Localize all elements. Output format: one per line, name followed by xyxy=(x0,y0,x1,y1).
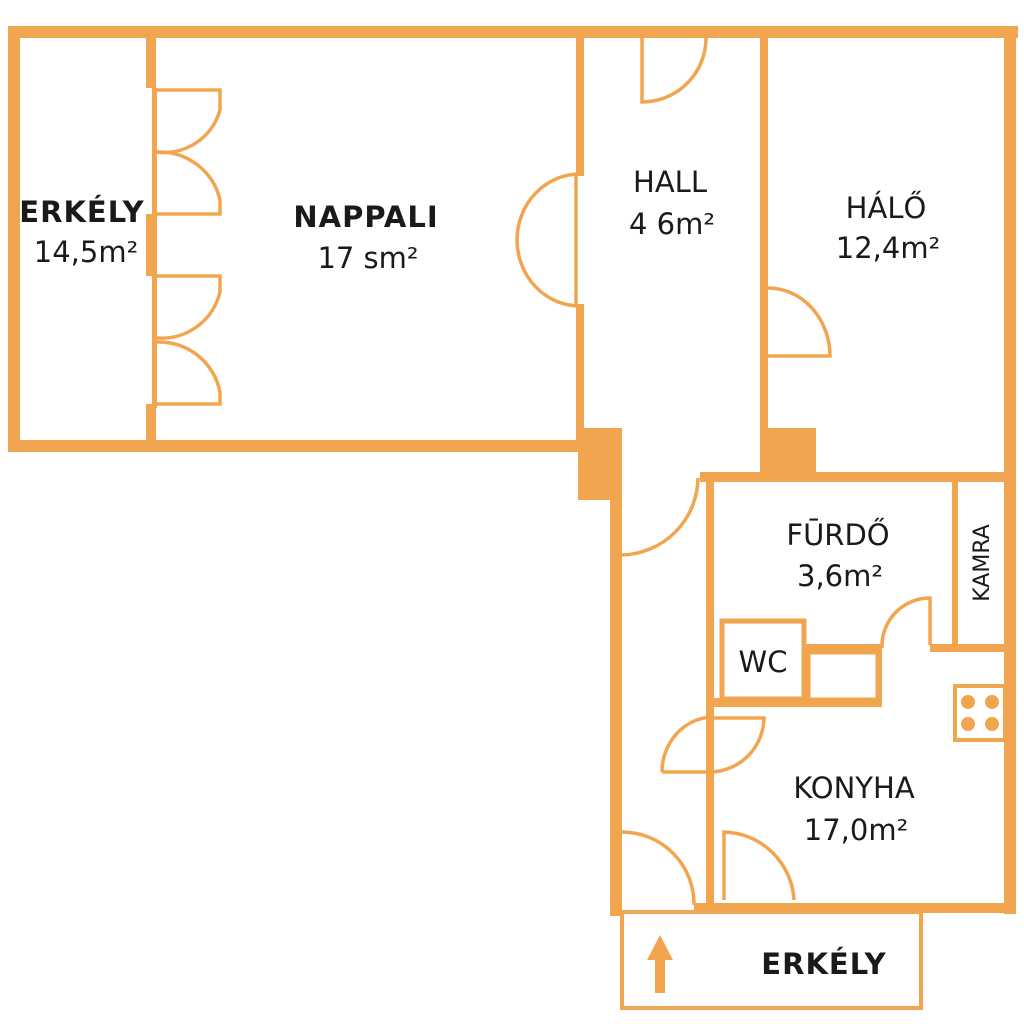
room-area-nappali: 17 sm² xyxy=(317,241,418,275)
room-area-hall: 4 6m² xyxy=(629,207,715,241)
room-area-erkely-left: 14,5m² xyxy=(34,235,138,269)
room-name-erkely-left: ERKÉLY xyxy=(19,195,144,229)
stove-icon xyxy=(953,684,1007,742)
room-name-furdo: FŪRDŐ xyxy=(786,518,889,552)
room-name-konyha: KONYHA xyxy=(793,771,914,805)
doors xyxy=(156,37,932,906)
room-name-halo: HÁLŐ xyxy=(846,191,927,225)
walls xyxy=(8,26,1018,1010)
room-area-konyha: 17,0m² xyxy=(804,813,908,847)
room-name-nappali: NAPPALI xyxy=(293,200,438,234)
arrow-up-icon xyxy=(647,935,673,993)
room-name-hall: HALL xyxy=(633,165,707,199)
room-name-erkely-bottom: ERKÉLY xyxy=(761,947,886,981)
room-name-wc: WC xyxy=(739,645,788,679)
room-area-halo: 12,4m² xyxy=(836,231,940,265)
room-name-kamra: KAMRA xyxy=(970,524,995,602)
room-area-furdo: 3,6m² xyxy=(797,559,883,593)
